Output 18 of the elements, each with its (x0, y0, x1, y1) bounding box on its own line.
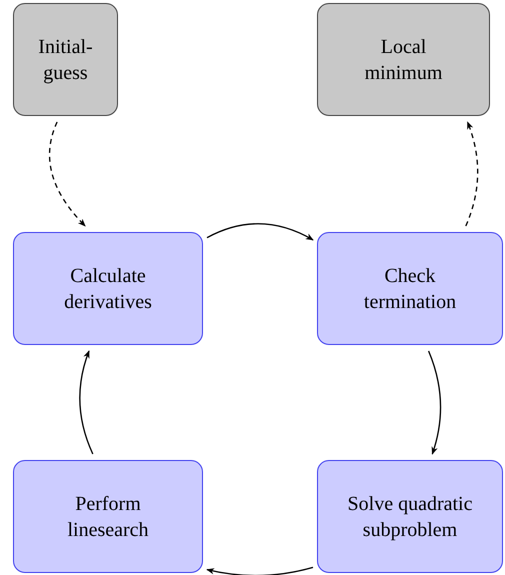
node-label: Calculate derivatives (63, 264, 153, 314)
terminal-box (317, 3, 490, 116)
node-label: Perform linesearch (66, 492, 150, 542)
process-box (317, 460, 503, 573)
arrow (206, 566, 314, 575)
process-box (13, 232, 203, 345)
arrow (79, 350, 94, 454)
process-box (317, 232, 503, 345)
node-label: Local minimum (364, 34, 444, 86)
node-label: Solve quadratic subproblem (346, 492, 474, 542)
node-label: Initial-guess (37, 34, 94, 86)
arrow (206, 223, 314, 240)
node-label: Check termination (362, 264, 458, 314)
process-box (13, 460, 203, 573)
arrow (465, 121, 478, 226)
terminal-box (13, 3, 118, 116)
arrow (48, 122, 86, 227)
arrow (428, 350, 442, 455)
